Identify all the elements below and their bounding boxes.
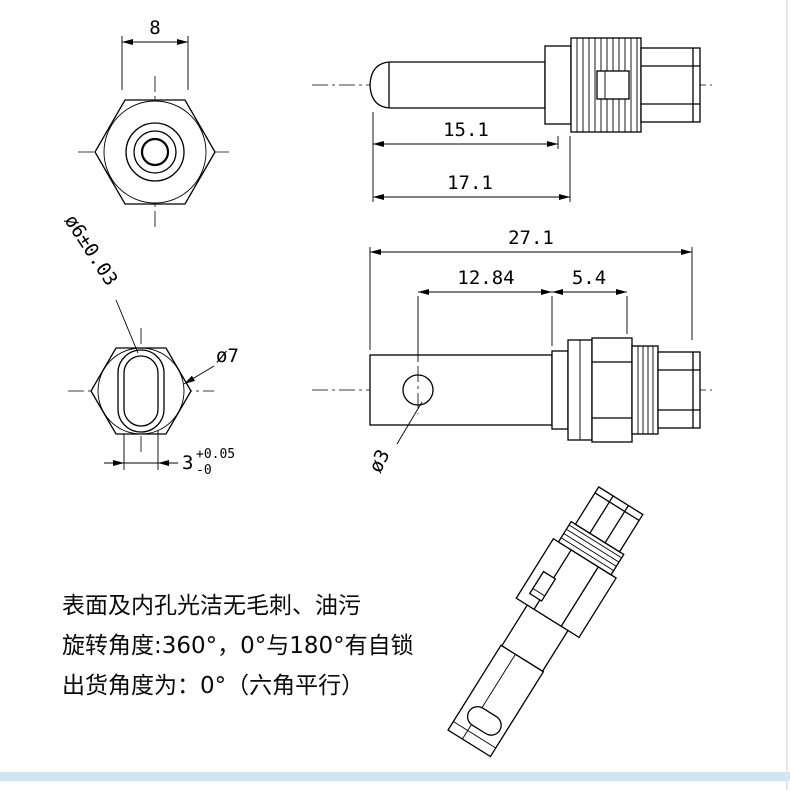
hex-cap-flat-lines	[589, 492, 640, 544]
dim-text-total: 27.1	[508, 227, 554, 249]
chamfer-circle	[97, 347, 185, 435]
leader-line	[396, 401, 423, 445]
knurl-section	[631, 345, 659, 435]
square-body	[369, 354, 553, 426]
bore-circle	[140, 137, 170, 167]
extension-lines	[417, 296, 553, 362]
dim-text-to-hole: 12.84	[457, 267, 514, 289]
outer-ring	[125, 122, 185, 182]
dim-hex-width: 8	[121, 17, 189, 90]
dim-text-slot: 3	[182, 452, 193, 474]
extension-lines	[372, 112, 559, 202]
bottom-watermark-strip	[0, 772, 790, 781]
hex-outline	[94, 99, 216, 205]
shaft-hole	[466, 706, 502, 736]
isometric-view	[447, 486, 644, 758]
note-line-1: 表面及内孔光洁无毛刺、油污	[62, 593, 361, 619]
dim-hex-length: 5.4	[552, 267, 628, 334]
knurl-lines	[560, 524, 622, 571]
side-view-top: 15.1 17.1	[312, 37, 712, 202]
hex-cap	[574, 486, 644, 553]
dim-text-hex-width: 8	[149, 17, 160, 39]
side-view-mid: 27.1 12.84 5.4 ø3	[312, 227, 712, 476]
hex-section	[591, 337, 633, 443]
dim-text-overall: 17.1	[447, 172, 493, 194]
leader-line	[115, 299, 139, 354]
dim-text-shaft: 15.1	[443, 119, 489, 141]
dim-hole-to-hex: 12.84	[417, 267, 553, 362]
hex-end-view-top: 8	[78, 17, 233, 228]
note-line-3: 出货角度为：0°（六角平行）	[62, 673, 364, 699]
extension-lines	[369, 247, 693, 350]
hex-cap	[640, 47, 701, 123]
shaft-body	[369, 61, 546, 109]
note-line-2: 旋转角度:360°，0°与180°有自锁	[62, 633, 414, 659]
hex-cap-flat-lines	[641, 48, 700, 122]
collar	[551, 350, 569, 430]
dim-shaft-length: 15.1	[372, 112, 559, 202]
hex-cap	[657, 351, 701, 429]
extension-lines	[121, 36, 189, 90]
notes: 表面及内孔光洁无毛刺、油污 旋转角度:360°，0°与180°有自锁 出货角度为…	[62, 593, 414, 699]
dim-overall-length: 17.1	[373, 136, 571, 202]
dim-total-length: 27.1	[369, 227, 693, 350]
label-across-flats: ø7	[183, 345, 239, 385]
dim-text-slot-tol-upper: +0.05	[196, 447, 235, 462]
knurl-lines	[637, 346, 654, 434]
hex-section-flat-lines	[592, 361, 632, 419]
chamfer-circle	[103, 100, 207, 204]
leader-line	[183, 365, 215, 385]
dim-text-hex-length: 5.4	[572, 267, 606, 289]
dim-text-across-flats: ø7	[216, 345, 239, 367]
dim-text-slot-tol-lower: -0	[196, 463, 212, 478]
slot-inner	[123, 355, 159, 427]
inner-ring	[133, 130, 177, 174]
collar	[544, 45, 572, 125]
hex-body-window-line	[532, 588, 546, 597]
setscrew-window	[596, 70, 630, 100]
right-edge-line	[786, 0, 788, 790]
hex-cap-flat-lines	[658, 352, 700, 428]
hex-body-window	[528, 570, 557, 602]
dim-slot-width: 3 +0.05 -0	[104, 430, 235, 478]
